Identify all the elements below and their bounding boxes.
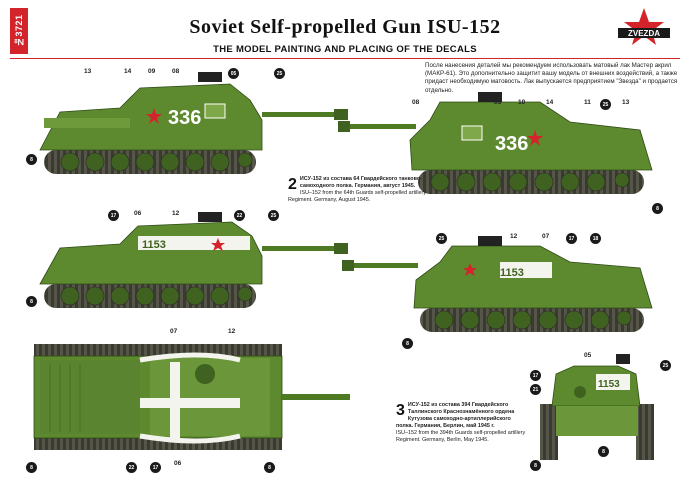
variant-ru-text: ИСУ-152 из состава 394 Гвардейского Талл… [396,402,515,429]
variant-number: 3 [396,402,405,419]
variant-3-description: 3 ИСУ-152 из состава 394 Гвардейского Та… [396,402,526,444]
decal-badge-21-front: 21 [530,384,541,395]
callout-13-right: 13 [622,99,630,106]
tank-2-front-view: 1153 [540,354,654,460]
tank-2-side-number-right: 1153 [500,267,524,279]
red-star-icon [527,130,543,146]
decal-badge-25-right: 25 [600,99,611,110]
red-star-icon [146,108,162,124]
decal-badge-17: 17 [108,210,119,221]
callout-07-top: 07 [170,328,178,335]
callout-11: 11 [584,99,591,106]
callout-07: 07 [542,233,550,240]
decal-badge-18: 18 [590,233,601,244]
decal-badge-22-top: 22 [126,462,137,473]
tank-2-left-side: 1153 [39,212,348,308]
red-star-icon [463,263,477,276]
callout-12-top: 12 [228,328,236,335]
decal-badge-8-mid: 8 [26,296,37,307]
decal-badge-17-right: 17 [566,233,577,244]
callout-08-right: 08 [412,99,420,106]
callout-10: 10 [518,99,526,106]
callout-08: 08 [172,68,180,75]
tank-1-left-side: 336 [39,72,348,174]
variant-en-text: ISU–152 from the 64th Guards self-propel… [288,190,427,203]
tank-2-side-number: 1153 [142,239,166,251]
variant-number: 2 [288,176,297,193]
decal-badge-8-front-right: 8 [598,446,609,457]
zvezda-logo: ZVEZDA [618,8,670,45]
callout-05-front: 05 [584,352,592,359]
decal-badge-8-mid-right: 8 [402,338,413,349]
variant-ru-text: ИСУ-152 из состава 64 Гвардейского танко… [299,176,422,189]
page-subtitle: THE MODEL PAINTING AND PLACING OF THE DE… [213,44,477,55]
decal-badge-17-top: 17 [150,462,161,473]
header-divider [10,58,680,59]
brand-name: ZVEZDA [628,29,660,38]
decal-badge-8-top-right: 8 [264,462,275,473]
callout-12: 12 [172,210,180,217]
decal-badge-22: 22 [234,210,245,221]
callout-12-right: 12 [510,233,518,240]
callout-05: 05 [494,99,502,106]
decal-badge-25-front: 25 [660,360,671,371]
tank-1-side-number-right: 336 [495,133,528,155]
callout-14-right: 14 [546,99,554,106]
callout-14: 14 [124,68,132,75]
variant-en-text: ISU–152 from the 394th Guards self-prope… [396,430,526,443]
red-star-icon [211,238,225,251]
decal-badge-8: 8 [26,154,37,165]
decal-badge-25: 25 [274,68,285,79]
callout-13: 13 [84,68,92,75]
tank-2-right-side: 1153 [342,236,653,332]
decal-badge-25-mid: 25 [268,210,279,221]
decal-badge-8-top: 8 [26,462,37,473]
tank-2-top-view [33,344,350,450]
page-title: Soviet Self-propelled Gun ISU-152 [189,16,501,38]
callout-09: 09 [148,68,156,75]
tank-1-right-side: 336 [338,92,653,194]
decal-badge-17-front: 17 [530,370,541,381]
callout-06: 06 [134,210,142,217]
variant-2-description: 2 ИСУ-152 из состава 64 Гвардейского тан… [288,176,428,204]
decal-badge-05: 05 [228,68,239,79]
tank-2-front-number: 1153 [598,379,620,390]
tank-1-side-number: 336 [168,107,201,129]
callout-06-top: 06 [174,460,182,467]
decal-badge-8-right: 8 [652,203,663,214]
decal-badge-8-front: 8 [530,460,541,471]
varnish-note: После нанесения деталей мы рекомендуем и… [425,62,678,94]
decal-badge-25-mid-right: 25 [436,233,447,244]
